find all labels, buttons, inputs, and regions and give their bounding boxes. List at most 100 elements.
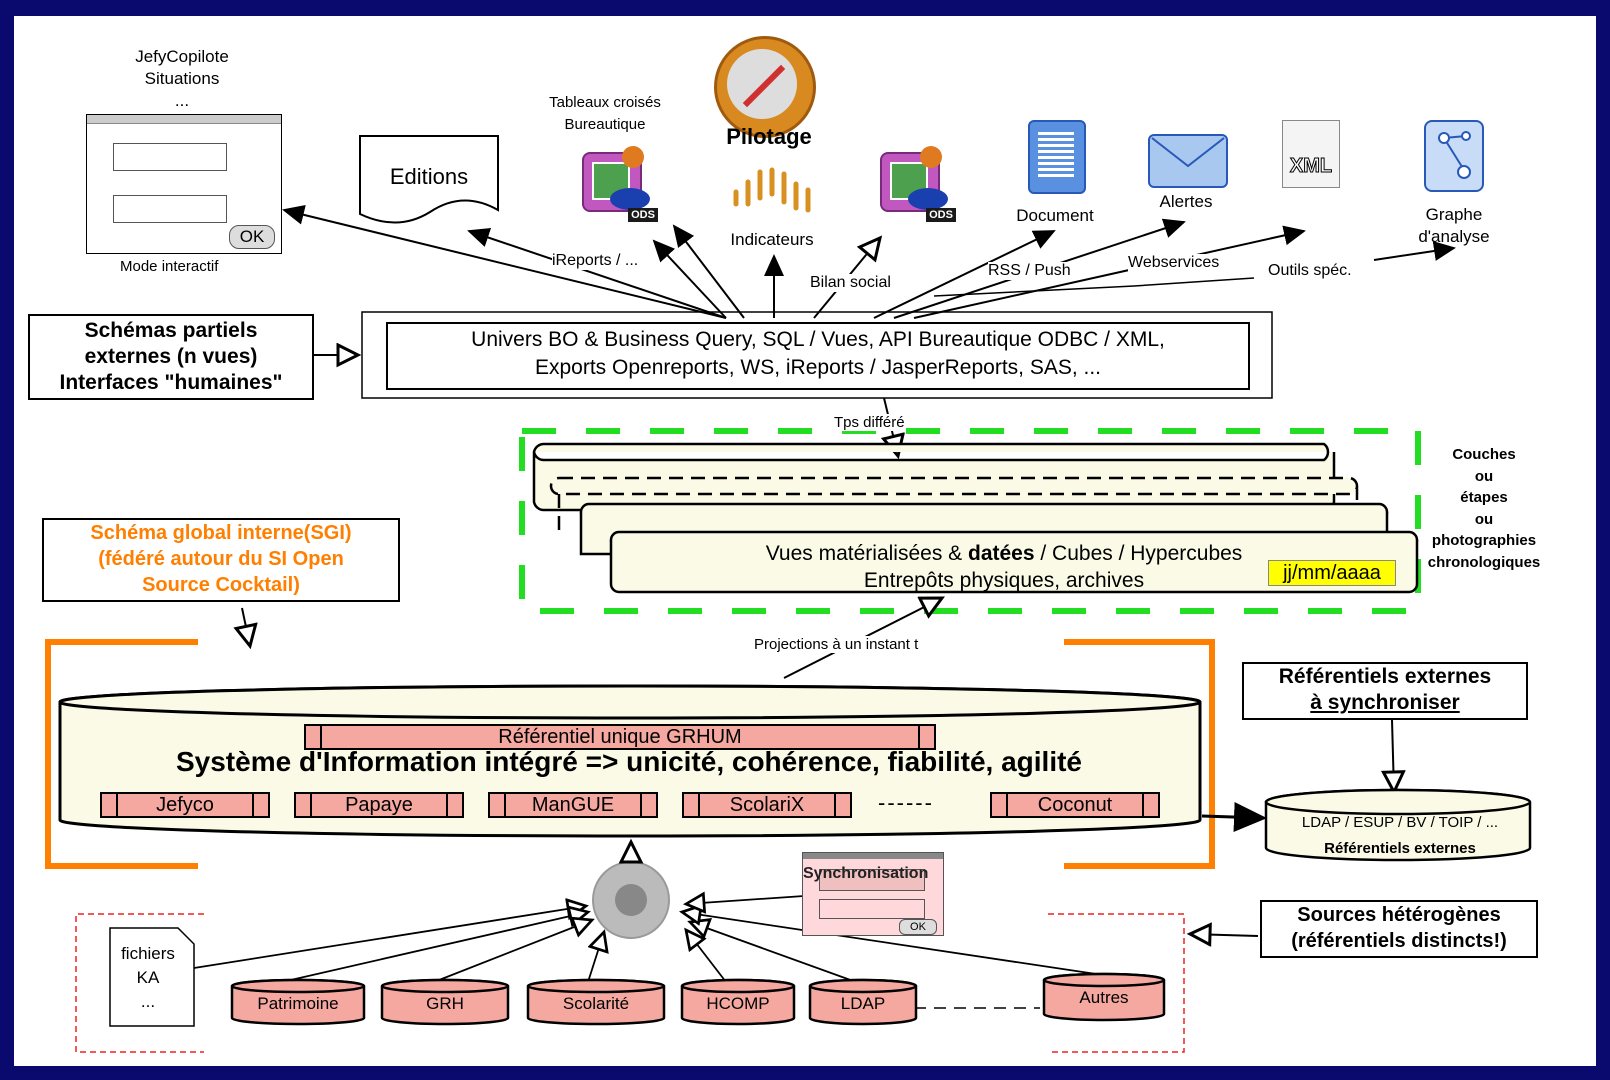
source-db-hcomp-label: HCOMP <box>706 994 770 1013</box>
projections-label: Projections à un instant t <box>754 636 919 653</box>
date-badge: jj/mm/aaaa <box>1268 560 1396 586</box>
mode-interactif-caption: Mode interactif <box>120 258 219 275</box>
couches-line6: chronologiques <box>1427 553 1541 571</box>
graphe-line2: d'analyse <box>1418 227 1490 246</box>
document-label: Document <box>1016 206 1094 225</box>
ref-externes-box: Référentiels externes à synchroniser <box>1242 662 1528 720</box>
window-label-line3: ... <box>174 91 190 110</box>
module-coconut-label: Coconut <box>1037 794 1113 816</box>
xml-label: XML <box>1289 155 1333 178</box>
pilotage-title: Pilotage <box>726 124 812 149</box>
source-db-scolarite-label: Scolarité <box>562 994 630 1013</box>
schemas-partiels-box: Schémas partiels externes (n vues) Inter… <box>28 314 314 400</box>
editions-label: Editions <box>389 164 469 189</box>
bilan-social-label: Bilan social <box>810 274 891 292</box>
module-jefyco: Jefyco <box>100 792 270 818</box>
couches-label: Couches ou étapes ou photographies chron… <box>1418 444 1550 573</box>
module-papaye: Papaye <box>294 792 464 818</box>
sources-line1: Sources hétérogènes <box>1297 904 1501 926</box>
sgi-line2: (fédéré autour du SI Open <box>98 548 344 570</box>
envelope-icon <box>1148 134 1228 188</box>
module-jefyco-label: Jefyco <box>156 794 214 816</box>
module-mangue-label: ManGUE <box>531 794 615 816</box>
indicators-icon <box>730 164 814 214</box>
couches-line3: étapes <box>1460 489 1508 506</box>
sources-line2: (référentiels distincts!) <box>1291 930 1507 952</box>
sgi-box: Schéma global interne(SGI) (fédéré autou… <box>42 518 400 602</box>
module-papaye-label: Papaye <box>345 794 413 816</box>
source-db-autres-label: Autres <box>1079 988 1129 1007</box>
vues-datees: datées <box>968 542 1035 565</box>
ods-badge-2: ODS <box>926 208 956 222</box>
outils-spec-label: Outils spéc. <box>1268 262 1352 280</box>
si-integre-title: Système d'Information intégré => unicité… <box>175 746 1082 777</box>
diagram-board: JefyCopilote Situations ... OK Mode inte… <box>14 16 1596 1066</box>
alertes-label: Alertes <box>1159 192 1213 211</box>
compass-icon <box>714 36 816 138</box>
ldap-cyl-line2: Référentiels externes <box>1324 840 1476 857</box>
sync-ok-button[interactable]: OK <box>899 919 937 935</box>
source-db-hcomp: HCOMP <box>680 978 796 1026</box>
source-db-ldap: LDAP <box>808 978 918 1026</box>
source-db-grh: GRH <box>380 978 510 1026</box>
window-label-line2: Situations <box>144 69 220 88</box>
fichiers-document: fichiers KA ... <box>108 926 196 1027</box>
ireports-label: iReports / ... <box>552 252 639 270</box>
fichiers-line3: ... <box>140 992 156 1011</box>
source-db-autres: Autres <box>1042 972 1166 1022</box>
source-db-ldap-label: LDAP <box>840 994 886 1013</box>
tableaux-line1: Tableaux croisés <box>549 94 661 111</box>
graphe-line1: Graphe <box>1425 205 1483 224</box>
couches-line2: ou <box>1474 467 1494 485</box>
diagram-lines <box>45 205 1532 1053</box>
graphe-label: Graphe d'analyse <box>1404 204 1504 248</box>
referentiel-unique-label: Référentiel unique GRHUM <box>498 726 742 748</box>
window-label-line1: JefyCopilote <box>135 47 229 66</box>
univers-box: Univers BO & Business Query, SQL / Vues,… <box>386 322 1250 390</box>
univers-line1: Univers BO & Business Query, SQL / Vues,… <box>471 328 1165 351</box>
module-scolarix: ScolariX <box>682 792 852 818</box>
sgi-line3: Source Cocktail) <box>142 574 300 596</box>
graph-icon <box>1424 120 1484 192</box>
vues-line1: Vues matérialisées & datées / Cubes / Hy… <box>714 540 1294 567</box>
vues-text: Vues matérialisées & datées / Cubes / Hy… <box>714 540 1294 594</box>
univers-line2: Exports Openreports, WS, iReports / Jasp… <box>534 356 1102 379</box>
spreadsheet-icon: ODS <box>572 142 662 228</box>
source-db-patrimoine: Patrimoine <box>230 978 366 1026</box>
source-db-scolarite: Scolarité <box>526 978 666 1026</box>
ldap-cyl-line1: LDAP / ESUP / BV / TOIP / ... <box>1301 814 1499 831</box>
ok-button[interactable]: OK <box>229 225 275 249</box>
sgi-line1: Schéma global interne(SGI) <box>90 522 352 544</box>
sources-box: Sources hétérogènes (référentiels distin… <box>1260 900 1538 958</box>
xml-file-icon: XML <box>1282 120 1340 188</box>
document-icon <box>1028 120 1086 194</box>
vues-line1a: Vues matérialisées & <box>765 542 968 565</box>
module-scolarix-label: ScolariX <box>729 794 805 816</box>
editions-document: Editions <box>358 134 500 224</box>
fichiers-label: fichiers KA ... <box>108 942 188 1014</box>
ods-badge: ODS <box>628 208 658 222</box>
fichiers-line2: KA <box>136 968 160 987</box>
synchronisation-title: Synchronisation <box>803 865 929 882</box>
couches-line5: photographies <box>1431 532 1537 549</box>
source-db-grh-label: GRH <box>426 994 464 1013</box>
tps-differe-label: Tps différé <box>834 414 905 431</box>
vues-line2: Entrepôts physiques, archives <box>863 569 1145 592</box>
rss-push-label: RSS / Push <box>988 262 1071 280</box>
webservices-label: Webservices <box>1128 254 1220 272</box>
ref-externes-line2: à synchroniser <box>1310 691 1460 714</box>
schemas-line3: Interfaces "humaines" <box>59 371 283 394</box>
fichiers-line1: fichiers <box>121 944 175 963</box>
modules-ellipsis: ------ <box>878 790 934 815</box>
tableaux-line2: Bureautique <box>564 116 646 133</box>
synchronisation-window: Synchronisation OK <box>802 852 944 936</box>
schemas-line1: Schémas partiels <box>84 319 258 342</box>
spreadsheet-icon-2: ODS <box>870 142 960 228</box>
tableaux-label: Tableaux croisés Bureautique <box>530 92 680 136</box>
indicateurs-label: Indicateurs <box>730 230 814 249</box>
ref-externes-line1: Référentiels externes <box>1278 665 1492 688</box>
module-mangue: ManGUE <box>488 792 658 818</box>
referentiel-unique-pill: Référentiel unique GRHUM <box>304 724 936 750</box>
couches-line1: Couches <box>1452 446 1516 463</box>
module-coconut: Coconut <box>990 792 1160 818</box>
